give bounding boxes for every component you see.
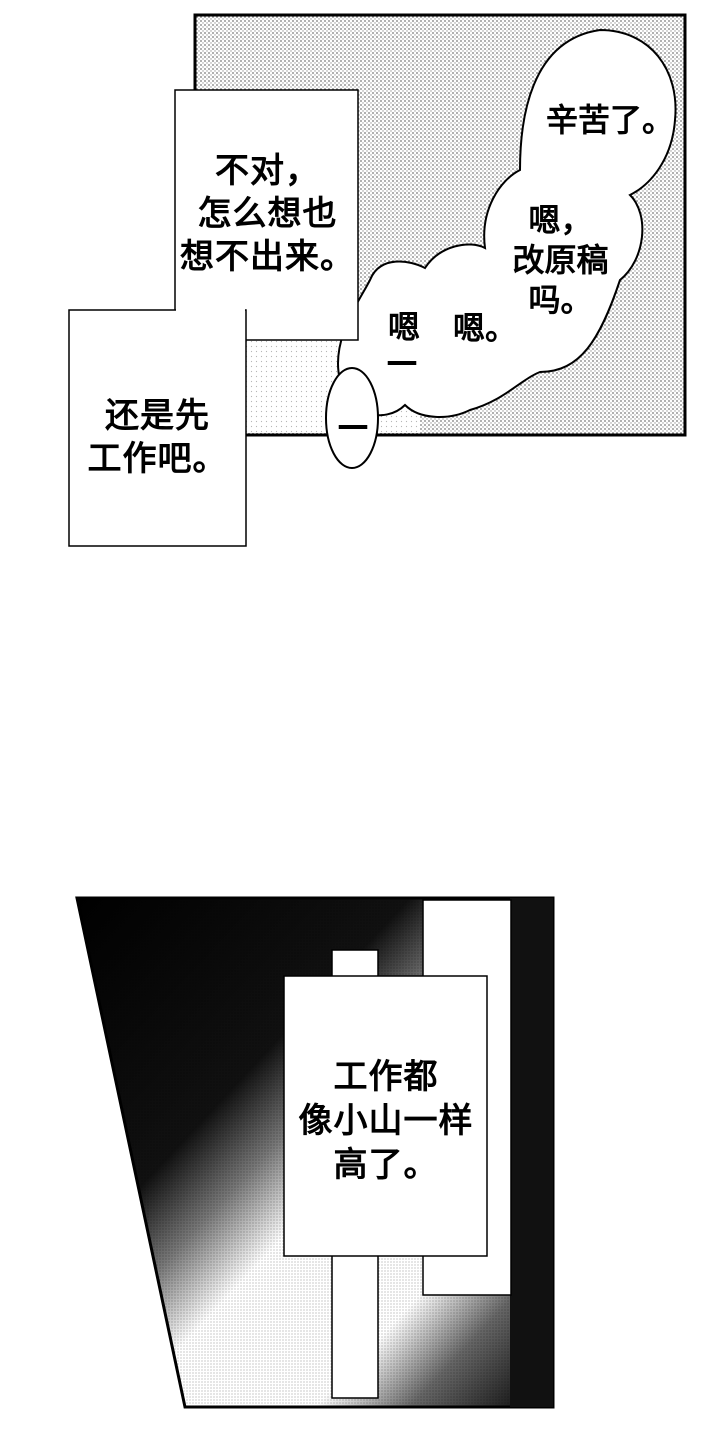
caption-box-center xyxy=(283,975,488,1257)
speech-text-dash: — xyxy=(334,406,372,444)
caption-text-top: 不对， 怎么想也 想不出来。 xyxy=(180,151,355,277)
speech-text-top: 辛苦了。 xyxy=(545,101,674,139)
panel-bottom: 工作都 像小山一样 高了。 xyxy=(0,880,720,1420)
caption-text-bottom: 还是先 工作吧。 xyxy=(87,396,228,479)
caption-box-top xyxy=(174,89,359,341)
speech-text-vertical: 嗯— xyxy=(383,310,421,380)
caption-text-center: 工作都 像小山一样 高了。 xyxy=(298,1057,474,1185)
panel-bottom-art xyxy=(75,896,555,1409)
dark-band xyxy=(510,898,553,1407)
panel-top-art xyxy=(68,13,687,547)
speech-text-small: 嗯。 xyxy=(452,309,517,347)
speech-bubble-small xyxy=(325,367,379,469)
caption-box-bottom xyxy=(68,309,247,547)
panel-top: 不对， 怎么想也 想不出来。 还是先 工作吧。 辛苦了。 嗯， 改原稿 吗。 嗯… xyxy=(0,0,720,580)
speech-text-middle: 嗯， 改原稿 吗。 xyxy=(512,201,609,319)
speech-bubble-cloud xyxy=(337,28,677,418)
